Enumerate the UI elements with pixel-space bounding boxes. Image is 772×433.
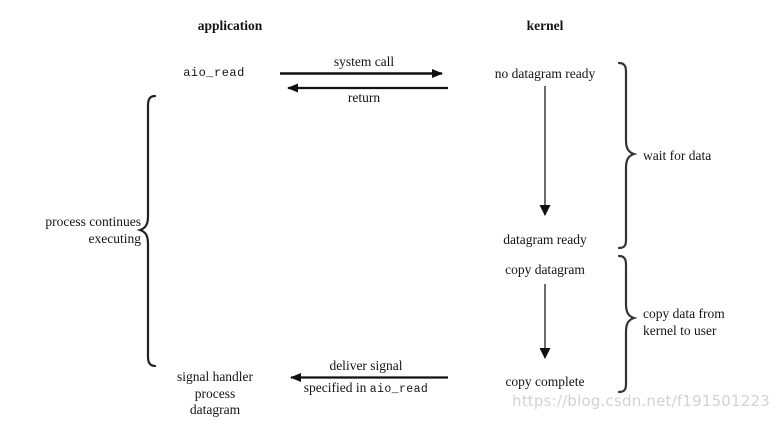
process-continues-line-2: executing [88, 230, 141, 246]
brace-label-wait-for-data: wait for data [643, 148, 712, 163]
copy-data-line-1: copy data from [643, 306, 725, 321]
process-continues-line-1: process continues [45, 214, 141, 229]
copy-data-line-2: kernel to user [643, 322, 717, 338]
column-header-kernel: kernel [526, 18, 564, 33]
application-process-continues-label: process continues executing [45, 214, 141, 247]
arrow-label-deliver-signal: deliver signal [329, 358, 403, 373]
brace-label-copy-data: copy data from kernel to user [643, 306, 725, 339]
kernel-state-no-datagram-ready: no datagram ready [494, 66, 596, 81]
brace-copy-data [617, 254, 638, 394]
specified-in-function: aio_read [369, 383, 429, 396]
signal-handler-line-1: signal handler [176, 369, 254, 384]
signal-handler-line-3: datagram [189, 402, 241, 417]
arrow-label-system-call: system call [333, 54, 395, 69]
watermark-url: https://blog.csdn.net/f191501223 [512, 392, 771, 410]
arrow-label-specified-in: specified in aio_read [304, 380, 428, 397]
kernel-state-copy-datagram: copy datagram [505, 262, 585, 277]
application-signal-handler-label: signal handler process datagram [177, 369, 253, 419]
brace-process-continues [136, 94, 157, 368]
column-header-application: application [197, 18, 263, 33]
application-call-label: aio_read [183, 66, 245, 80]
brace-wait-for-data [617, 61, 638, 250]
signal-handler-line-2: process [194, 385, 236, 401]
kernel-state-datagram-ready: datagram ready [503, 232, 587, 247]
specified-in-prefix: specified in [303, 380, 367, 395]
arrow-label-return: return [347, 90, 381, 105]
kernel-state-copy-complete: copy complete [505, 374, 585, 389]
